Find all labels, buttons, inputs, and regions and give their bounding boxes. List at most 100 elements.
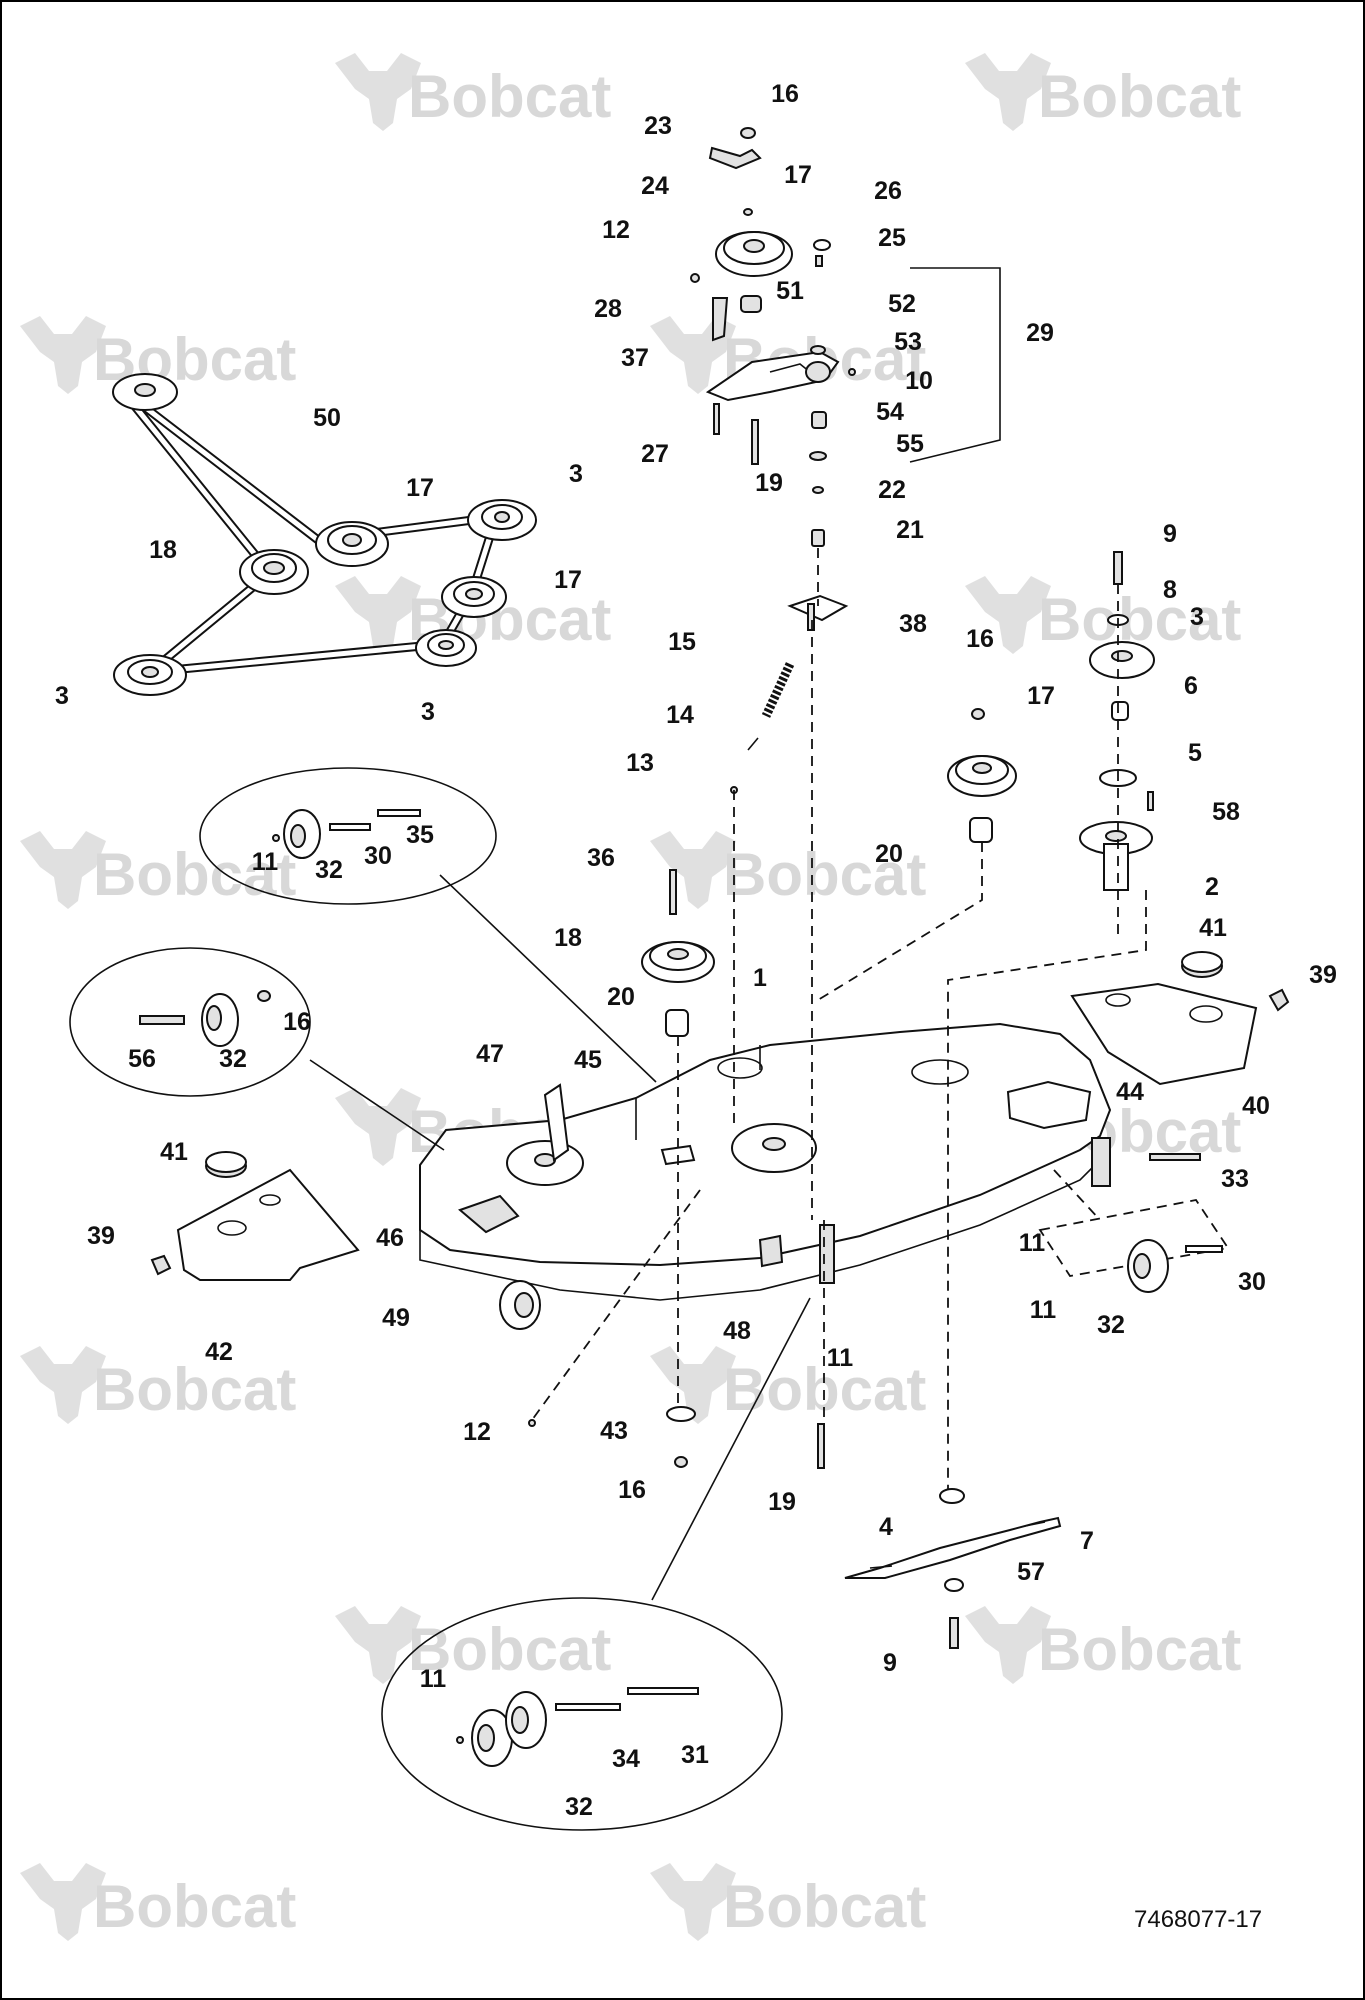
watermark: Bobcat bbox=[20, 831, 296, 909]
latch-39-left bbox=[150, 1254, 172, 1276]
mower-deck-1 bbox=[419, 1022, 1112, 1330]
callout-label: 30 bbox=[1238, 1268, 1266, 1296]
watermark: Bobcat bbox=[650, 831, 926, 909]
watermark: Bobcat bbox=[650, 1863, 926, 1941]
callout-label: 32 bbox=[565, 1793, 593, 1821]
callout-label: 39 bbox=[87, 1222, 115, 1250]
spindle-stack bbox=[1079, 551, 1155, 891]
callout-label: 3 bbox=[421, 698, 435, 726]
callout-label: 31 bbox=[681, 1741, 709, 1769]
spacer-21 bbox=[811, 529, 825, 547]
spring-assembly bbox=[730, 662, 795, 794]
callout-label: 20 bbox=[875, 840, 903, 868]
callout-label: 47 bbox=[476, 1040, 504, 1068]
callout-label: 3 bbox=[55, 682, 69, 710]
nut-12b bbox=[528, 1419, 536, 1427]
callout-label: 37 bbox=[621, 344, 649, 372]
deflector-44 bbox=[1006, 1080, 1092, 1130]
watermark-text: Bobcat bbox=[723, 841, 926, 908]
callout-label: 6 bbox=[1184, 672, 1198, 700]
watermark-text: Bobcat bbox=[93, 1356, 296, 1423]
callout-label: 25 bbox=[878, 224, 906, 252]
watermark-text: Bobcat bbox=[723, 1873, 926, 1940]
watermark: Bobcat bbox=[20, 1863, 296, 1941]
right-idler-group bbox=[947, 708, 1017, 843]
bolt-27 bbox=[713, 403, 720, 435]
callout-label: 18 bbox=[554, 924, 582, 952]
bobcat-logo-icon bbox=[20, 831, 106, 909]
callout-label: 32 bbox=[219, 1045, 247, 1073]
hanger-bracket-47 bbox=[543, 1083, 570, 1162]
pulley-3-center bbox=[415, 629, 477, 667]
bushing-6 bbox=[1111, 701, 1129, 721]
belt-guard-46 bbox=[458, 1194, 520, 1234]
callout-label: 28 bbox=[594, 295, 622, 323]
callout-label: 13 bbox=[626, 749, 654, 777]
callout-label: 50 bbox=[313, 404, 341, 432]
callout-label: 4 bbox=[879, 1513, 893, 1541]
watermark: Bobcat bbox=[20, 1346, 296, 1424]
nut-16b bbox=[971, 708, 985, 720]
idler-pulley-17-top bbox=[715, 231, 793, 277]
callout-label: 19 bbox=[755, 469, 783, 497]
watermark-text: Bobcat bbox=[1038, 586, 1241, 653]
idler-arm-37 bbox=[705, 350, 840, 402]
spindle-housing-2 bbox=[1079, 821, 1153, 891]
pulley-18-drive bbox=[239, 549, 309, 595]
nut-16 bbox=[740, 127, 756, 139]
bolt-36 bbox=[669, 869, 677, 915]
assembly-paths bbox=[309, 267, 1147, 1601]
spring-15 bbox=[761, 662, 795, 718]
callout-label: 18 bbox=[149, 536, 177, 564]
drive-pulley-group bbox=[641, 869, 715, 1037]
callout-label: 57 bbox=[1017, 1558, 1045, 1586]
callout-label: 23 bbox=[644, 112, 672, 140]
watermark-text: Bobcat bbox=[408, 1616, 611, 1683]
callout-label: 53 bbox=[894, 328, 922, 356]
callout-label: 54 bbox=[876, 398, 904, 426]
watermark: Bobcat bbox=[335, 576, 611, 654]
callout-label: 55 bbox=[896, 430, 924, 458]
bobcat-logo-icon bbox=[335, 576, 421, 654]
callout-label: 9 bbox=[1163, 520, 1177, 548]
bobcat-logo-icon bbox=[20, 1863, 106, 1941]
bobcat-logo-icon bbox=[650, 831, 736, 909]
callout-label: 40 bbox=[1242, 1092, 1270, 1120]
spacer-51 bbox=[740, 295, 762, 313]
watermark: Bobcat bbox=[335, 1606, 611, 1684]
drawing-number: 7468077-17 bbox=[1134, 1906, 1262, 1933]
idler-arm-assembly bbox=[690, 127, 856, 631]
callout-label: 51 bbox=[776, 277, 804, 305]
watermark-text: Bobcat bbox=[93, 1873, 296, 1940]
callout-label: 15 bbox=[668, 628, 696, 656]
wheel-detail-upper bbox=[199, 767, 497, 905]
callout-label: 49 bbox=[382, 1304, 410, 1332]
zerk-58 bbox=[1147, 791, 1154, 811]
cover-42-left bbox=[176, 1168, 360, 1281]
callout-label: 12 bbox=[463, 1418, 491, 1446]
callout-label: 11 bbox=[252, 848, 279, 876]
callout-label: 16 bbox=[283, 1008, 311, 1036]
callout-label: 46 bbox=[376, 1224, 404, 1252]
bushing-54 bbox=[811, 411, 827, 429]
washer-57 bbox=[944, 1578, 964, 1592]
washer-22 bbox=[812, 486, 824, 494]
callout-label: 30 bbox=[364, 842, 392, 870]
bobcat-logo-icon bbox=[335, 53, 421, 131]
bushing-53 bbox=[805, 361, 831, 383]
washer-4 bbox=[939, 1488, 965, 1504]
nut-12 bbox=[690, 273, 700, 283]
deck-pulley-left bbox=[506, 1140, 584, 1186]
callout-label: 3 bbox=[569, 460, 583, 488]
spacer-20a bbox=[969, 817, 993, 843]
bobcat-logo-icon bbox=[335, 1088, 421, 1166]
cover-40-right bbox=[1070, 982, 1258, 1086]
watermark-text: Bobcat bbox=[408, 63, 611, 130]
spacer-20b bbox=[665, 1009, 689, 1037]
callout-label: 39 bbox=[1309, 961, 1337, 989]
spindle-pulley-3 bbox=[1089, 641, 1155, 679]
blade-group bbox=[528, 1406, 1062, 1649]
watermark: Bobcat bbox=[965, 576, 1241, 654]
